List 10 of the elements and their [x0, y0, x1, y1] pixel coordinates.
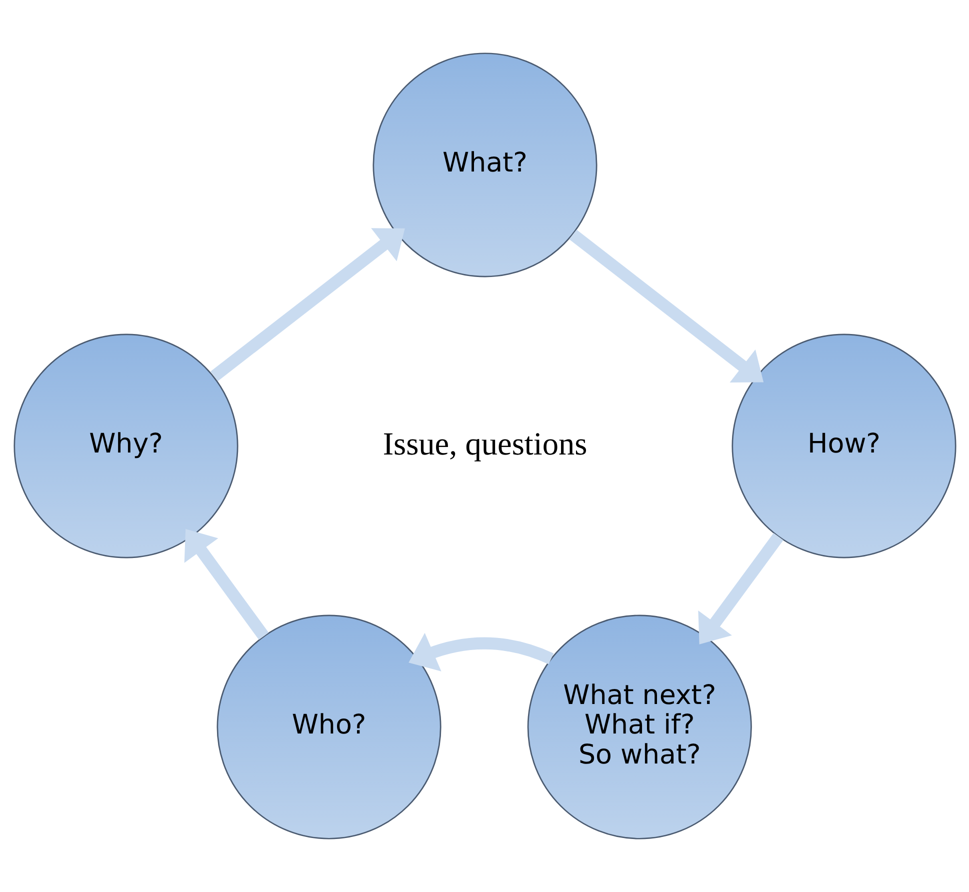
arrow: [210, 228, 404, 382]
arrow: [408, 632, 554, 672]
node-circle: Why?: [13, 334, 238, 558]
node-circle: How?: [731, 334, 956, 558]
arrow: [568, 230, 764, 383]
node-circle: What next? What if? So what?: [526, 614, 752, 840]
node-circle: What?: [372, 52, 597, 278]
label: Issue, questions: [382, 425, 587, 462]
arrow: [698, 532, 783, 644]
arrow: [184, 529, 268, 640]
